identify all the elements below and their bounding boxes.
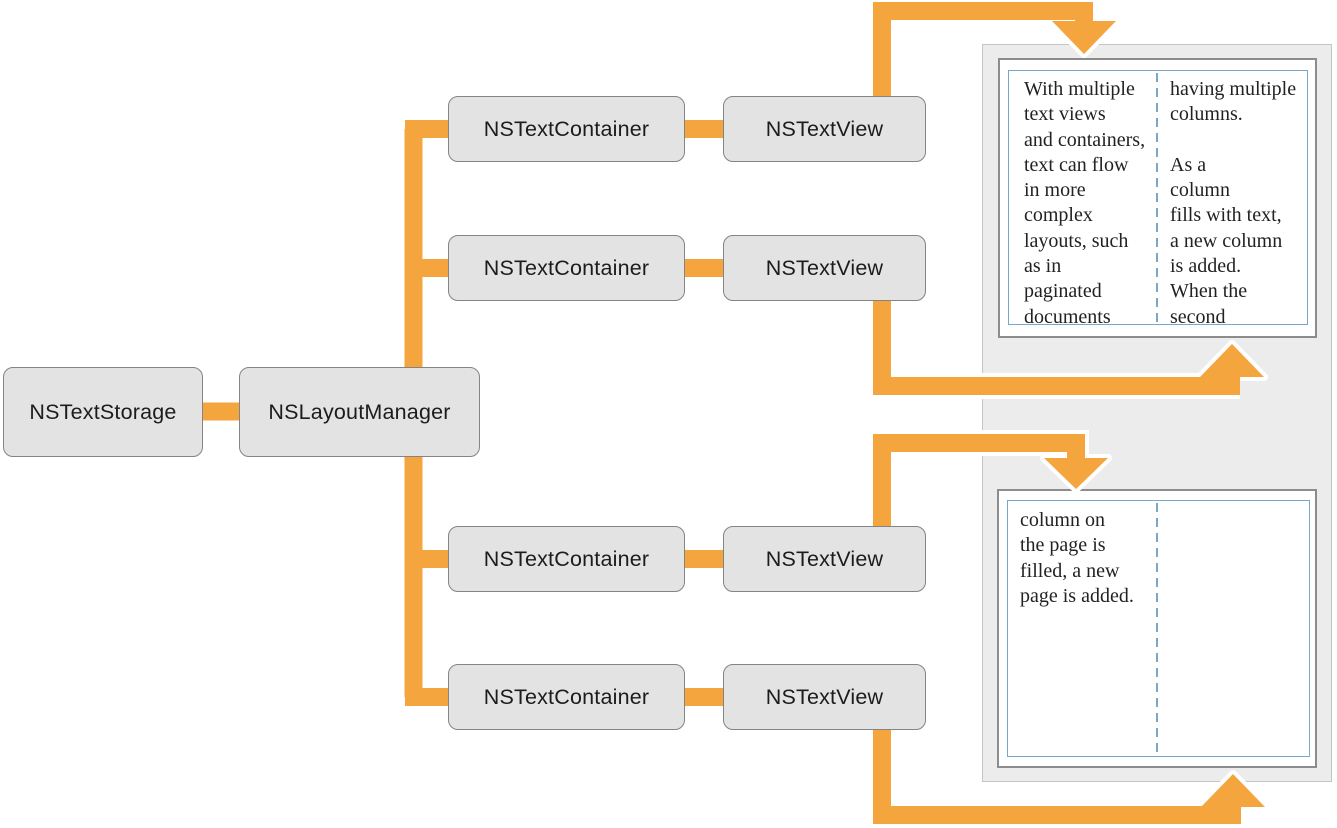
page1-column-frame (1008, 70, 1308, 325)
page2-left-column-text: column on the page is filled, a new page… (1020, 509, 1134, 607)
wire-view2-to-page1-bottom (873, 270, 1240, 395)
class-box-nstextcontainer-2: NSTextContainer (448, 235, 685, 301)
class-box-nstextview-1: NSTextView (723, 96, 926, 162)
class-box-nslayoutmanager: NSLayoutManager (239, 367, 480, 457)
page2-column-frame (1007, 500, 1310, 757)
wire-view4-to-page2-bottom (873, 700, 1241, 824)
class-box-nstextview-2: NSTextView (723, 235, 926, 301)
page1-column-divider (1156, 73, 1158, 322)
class-box-nstextview-3: NSTextView (723, 526, 926, 592)
class-box-nstextstorage: NSTextStorage (3, 367, 203, 457)
wire-view3-to-page2-top (873, 434, 1085, 560)
wire-view1-to-page1-top (873, 2, 1093, 130)
class-box-nstextview-4: NSTextView (723, 664, 926, 730)
class-box-nstextcontainer-3: NSTextContainer (448, 526, 685, 592)
arrowhead-down-icon (1052, 21, 1116, 54)
class-box-nstextcontainer-1: NSTextContainer (448, 96, 685, 162)
page2-column-divider (1156, 503, 1158, 754)
arrowhead-up-icon (1201, 774, 1265, 807)
page1-right-column-text: having multiple columns. As a column fil… (1170, 78, 1297, 328)
page1-left-column-text: With multiple text views and containers,… (1024, 78, 1146, 328)
arrowhead-up-icon (1200, 344, 1264, 377)
arrowhead-down-icon (1044, 458, 1108, 489)
class-box-nstextcontainer-4: NSTextContainer (448, 664, 685, 730)
